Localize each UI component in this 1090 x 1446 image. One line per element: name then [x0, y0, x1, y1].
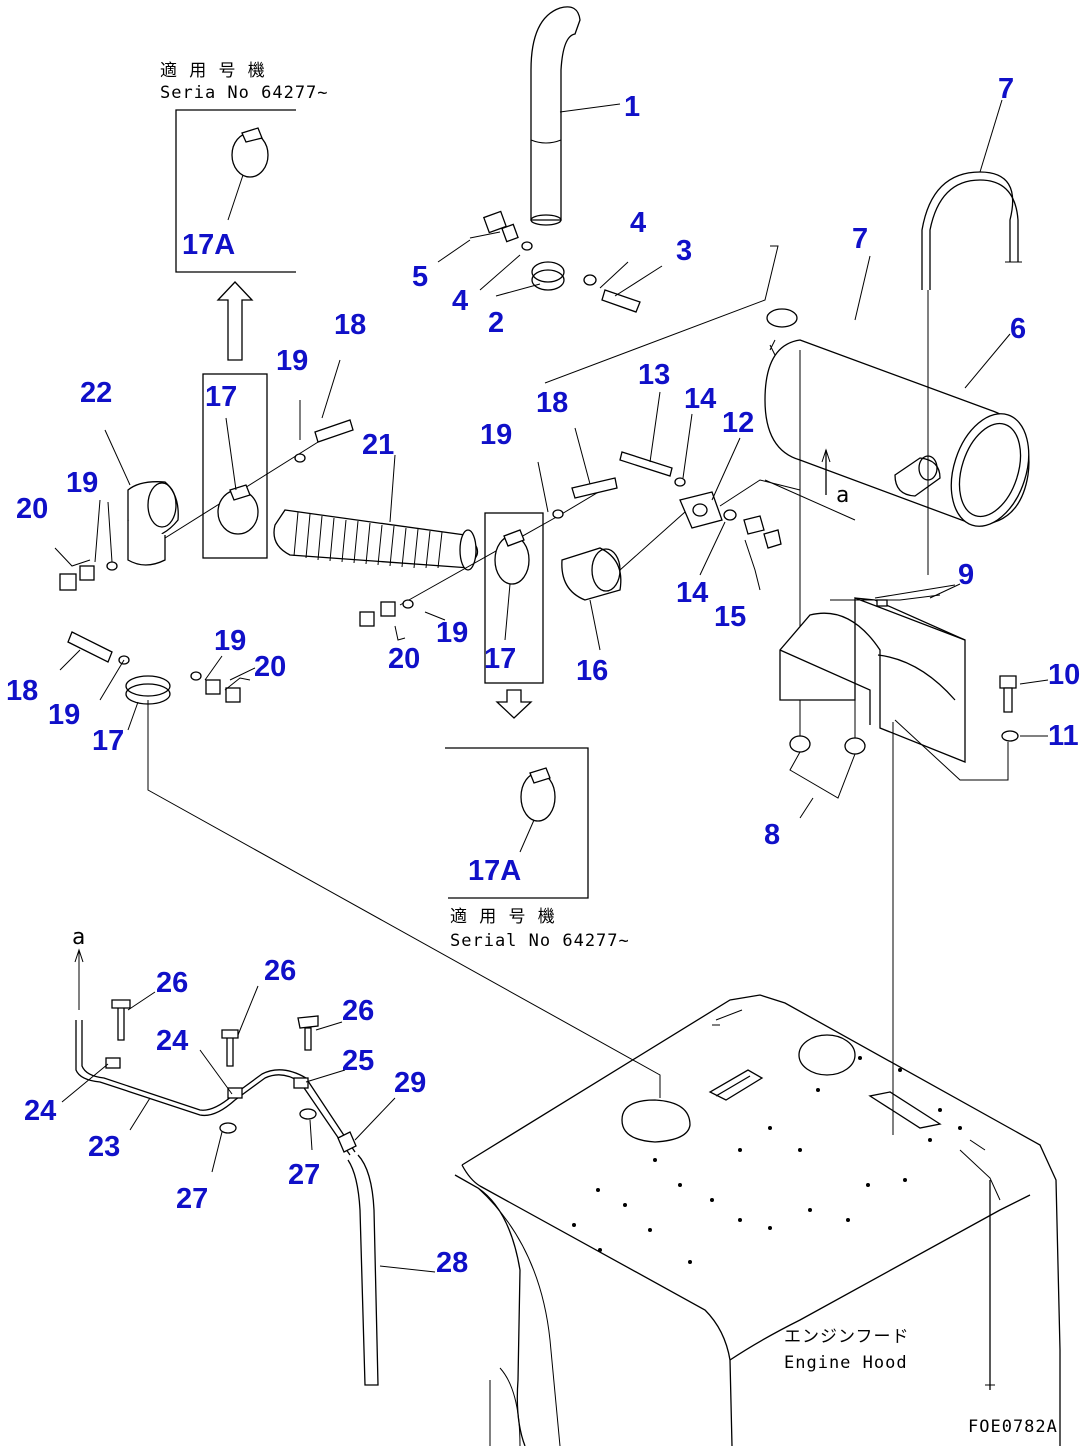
part-label-10: 10 — [1048, 659, 1080, 691]
part-label-9: 9 — [958, 559, 974, 591]
part-label-20: 20 — [16, 493, 48, 525]
serial-note-top-jp: 適 用 号 機 — [160, 61, 266, 81]
serial-note-bottom-jp: 適 用 号 機 — [450, 907, 556, 927]
part-label-19: 19 — [480, 419, 512, 451]
part-label-29: 29 — [394, 1067, 426, 1099]
part-label-19: 19 — [214, 625, 246, 657]
part-label-24: 24 — [24, 1095, 56, 1127]
part-label-19: 19 — [276, 345, 308, 377]
u-bolt — [799, 99, 1022, 740]
part-label-17A: 17A — [182, 229, 235, 261]
exhaust-pipe — [530, 6, 621, 226]
part-label-14: 14 — [684, 383, 716, 415]
outlet-elbow — [561, 479, 801, 651]
part-label-25: 25 — [342, 1045, 374, 1077]
part-label-19: 19 — [436, 617, 468, 649]
part-labels: 1 2 3 4 4 5 6 7 7 8 9 10 11 12 13 14 14 … — [6, 73, 1080, 1279]
part-label-7: 7 — [852, 223, 868, 255]
part-label-27: 27 — [288, 1159, 320, 1191]
serial-note-bottom-en: Serial No 64277~ — [450, 931, 630, 951]
part-label-7: 7 — [998, 73, 1014, 105]
ref-letter-a-upper: a — [836, 483, 849, 508]
part-label-8: 8 — [764, 819, 780, 851]
part-label-26: 26 — [264, 955, 296, 987]
part-label-27: 27 — [176, 1183, 208, 1215]
bellows-pipe — [273, 454, 479, 571]
nuts-8 — [789, 700, 866, 819]
inlet-elbow — [104, 429, 179, 731]
part-label-26: 26 — [156, 967, 188, 999]
part-label-21: 21 — [362, 429, 394, 461]
hood-label-jp: エンジンフード — [784, 1327, 910, 1347]
muffler-bracket — [779, 583, 966, 763]
part-label-14: 14 — [676, 577, 708, 609]
part-label-20: 20 — [254, 651, 286, 683]
muffler — [764, 308, 1030, 527]
bolt-10-washer-11 — [894, 675, 1049, 781]
part-label-17A: 17A — [468, 855, 521, 887]
serial-note-top-en: Seria No 64277~ — [160, 83, 329, 103]
part-label-4: 4 — [452, 285, 468, 317]
part-label-26: 26 — [342, 995, 374, 1027]
hardware-18-19-20 — [54, 359, 618, 703]
part-label-22: 22 — [80, 377, 112, 409]
part-label-18: 18 — [536, 387, 568, 419]
part-label-18: 18 — [6, 675, 38, 707]
tube-assembly — [61, 948, 436, 1386]
leader-muffler-bracket — [764, 479, 856, 521]
part-label-19: 19 — [66, 467, 98, 499]
part-label-24: 24 — [156, 1025, 188, 1057]
part-label-3: 3 — [676, 235, 692, 267]
part-label-17: 17 — [484, 643, 516, 675]
part-label-15: 15 — [714, 601, 746, 633]
part-label-12: 12 — [722, 407, 754, 439]
part-label-17: 17 — [205, 381, 237, 413]
drawing-notes: 適 用 号 機 Seria No 64277~ 適 用 号 機 Serial N… — [72, 61, 1058, 1437]
part-label-23: 23 — [88, 1131, 120, 1163]
part-label-13: 13 — [638, 359, 670, 391]
clamp-assembly-top — [437, 210, 663, 313]
ref-arrow-a-upper — [821, 448, 831, 495]
bolts-13-14 — [619, 391, 741, 576]
part-label-16: 16 — [576, 655, 608, 687]
part-label-1: 1 — [624, 91, 640, 123]
part-label-20: 20 — [388, 643, 420, 675]
clamp-detail-boxes — [175, 109, 589, 899]
part-label-18: 18 — [334, 309, 366, 341]
part-label-28: 28 — [436, 1247, 468, 1279]
part-label-2: 2 — [488, 307, 504, 339]
ref-letter-a-lower: a — [72, 925, 85, 950]
part-label-4: 4 — [630, 207, 646, 239]
part-label-5: 5 — [412, 261, 428, 293]
engine-hood — [454, 994, 1061, 1446]
part-label-6: 6 — [1010, 313, 1026, 345]
part-label-17: 17 — [92, 725, 124, 757]
part-label-11: 11 — [1048, 720, 1079, 752]
part-label-19: 19 — [48, 699, 80, 731]
drawing-code: FOE0782A — [968, 1417, 1058, 1437]
hood-label-en: Engine Hood — [784, 1353, 908, 1373]
